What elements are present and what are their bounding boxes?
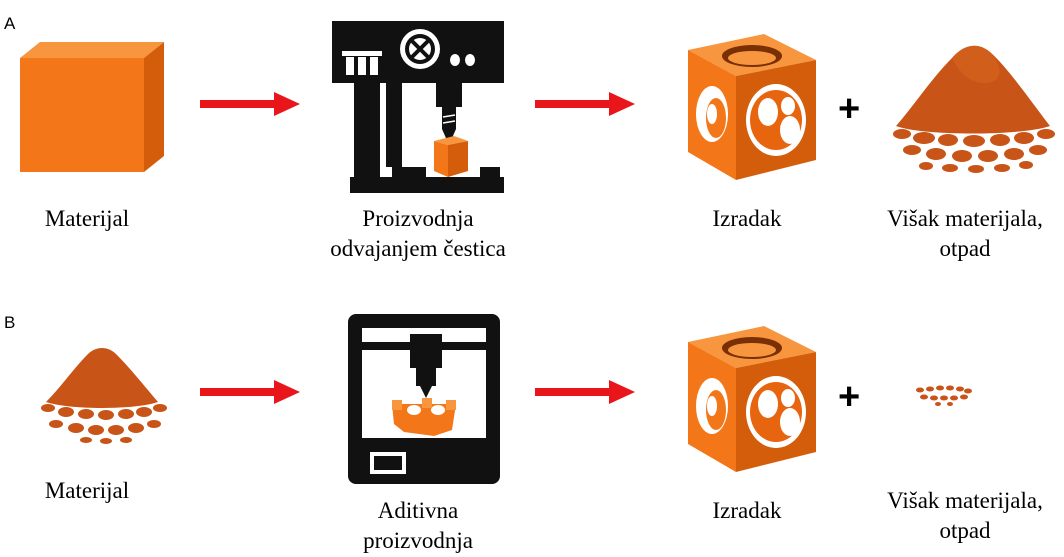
panel-b-label: B [4, 313, 16, 332]
arrow-right-icon [200, 92, 300, 116]
arrow-right-icon [535, 92, 635, 116]
powder-pile-icon [916, 385, 972, 406]
drill-press-icon [332, 21, 504, 193]
lattice-cube-icon [688, 34, 816, 180]
arrow-right-icon [535, 380, 635, 404]
product-label: Izradak [712, 206, 782, 231]
additive-process-label: Aditivna proizvodnja [363, 498, 473, 553]
material-label: Materijal [44, 478, 130, 503]
powder-pile-icon [893, 45, 1055, 173]
waste-label: Višak materijala, otpad [887, 206, 1043, 261]
plus-sign: + [838, 88, 861, 130]
plus-sign: + [838, 376, 861, 418]
panel-a-label: A [4, 14, 16, 33]
powder-pile-icon [41, 348, 167, 444]
solid-cube-icon [20, 42, 164, 172]
lattice-cube-icon [688, 326, 816, 472]
waste-label: Višak materijala, otpad [887, 488, 1043, 543]
arrow-right-icon [200, 380, 300, 404]
product-label: Izradak [712, 498, 782, 523]
material-label: Materijal [44, 206, 130, 231]
machining-process-label: Proizvodnja odvajanjem čestica [330, 206, 506, 261]
3d-printer-icon [348, 314, 500, 484]
